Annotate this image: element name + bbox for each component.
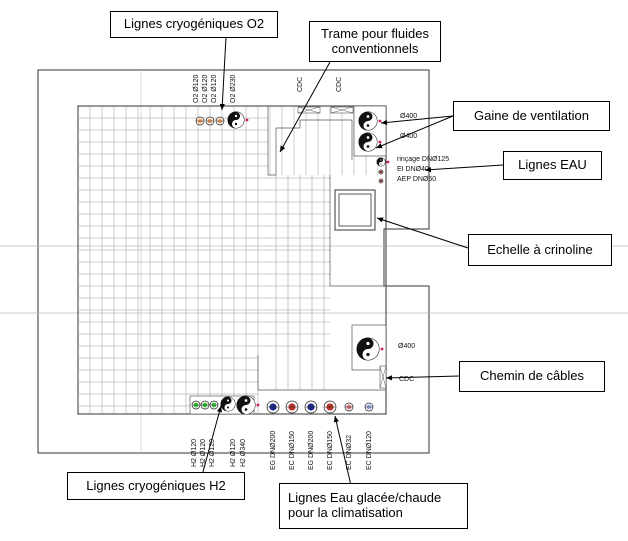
o2-pipe-3 (215, 116, 225, 126)
o2-pipe-label-1: O2 Ø120 (193, 74, 200, 103)
callout-h2-lines: Lignes cryogéniques H2 (67, 472, 245, 500)
leader-cable (385, 375, 460, 379)
ec-pipe-label-4: EC DNØ150 (327, 431, 334, 470)
ec-pipe-label-1: EG DNØ200 (270, 430, 277, 470)
h2-pipe-label-5: H2 Ø340 (240, 438, 247, 467)
o2-pipe-4 (227, 111, 249, 129)
h2-pipe-4 (220, 396, 240, 412)
duct-size-label-3: Ø400 (398, 343, 416, 350)
arrowhead-5 (425, 167, 432, 173)
h2-pipe-label-3: H2 Ø120 (209, 438, 216, 467)
vent-duct-1 (358, 111, 382, 131)
callout-ladder: Echelle à crinoline (468, 234, 612, 266)
cable-tray-right (379, 365, 387, 389)
h2-pipe-label-2: H2 Ø120 (200, 438, 207, 467)
callout-conventional-grid: Trame pour fluides conventionnels (309, 21, 441, 62)
leader-ladder (376, 217, 469, 249)
callout-water-lines: Lignes EAU (503, 151, 602, 180)
ladder-cage-outer (334, 189, 376, 231)
h2-pipe-label-4: H2 Ø120 (230, 438, 237, 467)
ec-pipe-1 (285, 400, 299, 414)
o2-pipe-1 (195, 116, 205, 126)
leader-ventilation (380, 115, 454, 124)
ec-pipe-2 (323, 400, 337, 414)
vent-duct-3 (356, 337, 384, 361)
vent-duct-2 (358, 132, 382, 152)
o2-pipe-label-2: O2 Ø120 (202, 74, 209, 103)
ec-pipe-label-5: EC DNØ32 (346, 434, 353, 470)
leader-arrowheads (216, 103, 432, 423)
cable-tray-top (297, 106, 354, 114)
callout-ventilation: Gaine de ventilation (453, 101, 610, 131)
o2-pipe-label-3: O2 Ø120 (211, 74, 218, 103)
water-label-aep: AEP DNØ50 (397, 176, 437, 183)
leader-h2 (200, 405, 222, 480)
h2-pipe-3 (209, 400, 219, 410)
cdc-right-label: CDC (399, 376, 415, 383)
h2-pipe-label-1: H2 Ø120 (191, 438, 198, 467)
o2-pipe-label-4: O2 Ø230 (230, 74, 237, 103)
callout-o2-lines: Lignes cryogéniques O2 (110, 11, 278, 38)
pipe-symbols (191, 111, 390, 415)
inner-wall (77, 105, 387, 415)
arrowhead-2 (280, 145, 286, 152)
leader-chilled (334, 415, 353, 491)
arrowhead-9 (333, 416, 339, 423)
ec-pipe-3 (344, 402, 354, 412)
ec-pipe-label-6: EC DNØ120 (366, 431, 373, 470)
ec-pipe-4 (364, 402, 374, 412)
leader-ventilation-2 (375, 115, 454, 149)
eg-pipe-1 (266, 400, 280, 414)
arrowhead-8 (216, 406, 222, 413)
leader-grid (279, 61, 331, 153)
callout-cable-tray: Chemin de câbles (459, 361, 605, 392)
duct-size-label-2: Ø400 (400, 133, 418, 140)
leader-water (424, 164, 504, 171)
water-label-rincage: rinçage DNØ125 (397, 156, 450, 163)
water-pipe-aep (378, 178, 384, 184)
ladder-cage-inner (338, 193, 372, 227)
water-label-ei: EI DNØ40 (397, 166, 429, 173)
arrowhead-7 (386, 375, 393, 381)
cdc-top-label-1: CDC (297, 76, 304, 92)
h2-pipe-1 (191, 400, 201, 410)
cdc-top-label-2: CDC (336, 76, 343, 92)
duct-size-label-1: Ø400 (400, 113, 418, 120)
callout-chilled-water: Lignes Eau glacée/chaude pour la climati… (279, 483, 468, 529)
water-pipe-rincage (376, 157, 390, 167)
ec-pipe-label-2: EC DNØ150 (289, 431, 296, 470)
o2-pipe-2 (205, 116, 215, 126)
arrowhead-3 (381, 119, 388, 126)
eg-pipe-2 (304, 400, 318, 414)
leader-lines (200, 36, 504, 491)
ec-pipe-label-3: EG DNØ200 (308, 430, 315, 470)
h2-pipe-5 (236, 395, 260, 415)
h2-pipe-2 (200, 400, 210, 410)
arrowhead-4 (376, 143, 383, 149)
water-pipe-ei (378, 169, 384, 175)
fluid-grid (78, 106, 386, 415)
leader-o2 (221, 36, 227, 111)
arrowhead-6 (377, 217, 384, 223)
arrowhead-1 (219, 103, 225, 110)
